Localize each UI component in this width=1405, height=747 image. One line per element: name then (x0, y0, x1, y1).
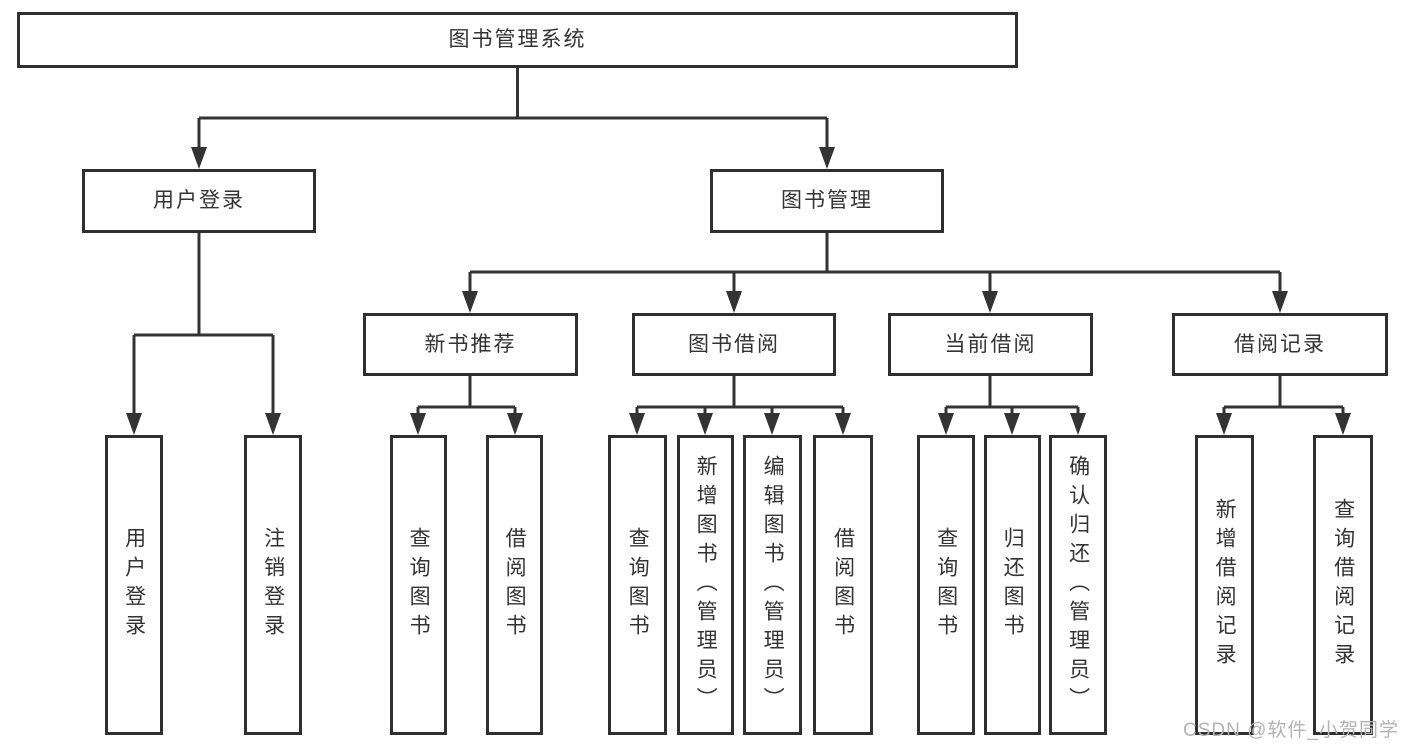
csdn-watermark: CSDN @软件_小贺同学 (1183, 720, 1399, 741)
leaf-logout: 注销登录 (244, 435, 302, 735)
connector-new-book-rec-to-leaves (410, 376, 523, 435)
node-current-borrowing: 当前借阅 (888, 313, 1093, 376)
node-user-login: 用户登录 (82, 169, 316, 233)
leaf-return-books: 归还图书 (984, 435, 1041, 735)
connector-book-mgmt-to-level3 (462, 233, 1288, 313)
connector-current-borrow-to-leaves (938, 376, 1086, 435)
leaf-query-borrow-record: 查询借阅记录 (1313, 435, 1373, 735)
node-book-borrowing: 图书借阅 (632, 313, 836, 376)
leaf-add-books-admin: 新增图书（管理员） (677, 435, 734, 735)
leaf-query-books-1: 查询图书 (390, 435, 447, 735)
leaf-borrow-books-2: 借阅图书 (813, 435, 873, 735)
node-book-management: 图书管理 (710, 169, 944, 233)
leaf-confirm-return-admin: 确认归还（管理员） (1049, 435, 1107, 735)
leaf-borrow-books-1: 借阅图书 (486, 435, 543, 735)
node-borrowing-records: 借阅记录 (1172, 313, 1388, 376)
node-new-book-recommend: 新书推荐 (363, 313, 578, 376)
connector-user-login-to-leaves (126, 233, 281, 435)
leaf-user-login: 用户登录 (105, 435, 163, 735)
connector-book-borrow-to-leaves (629, 376, 851, 435)
leaf-query-books-3: 查询图书 (917, 435, 975, 735)
leaf-edit-books-admin: 编辑图书（管理员） (743, 435, 802, 735)
connector-root-to-level2 (191, 68, 835, 169)
node-root-system: 图书管理系统 (17, 12, 1018, 68)
leaf-add-borrow-record: 新增借阅记录 (1195, 435, 1254, 735)
leaf-query-books-2: 查询图书 (608, 435, 667, 735)
connector-borrow-records-to-leaves (1216, 376, 1351, 435)
